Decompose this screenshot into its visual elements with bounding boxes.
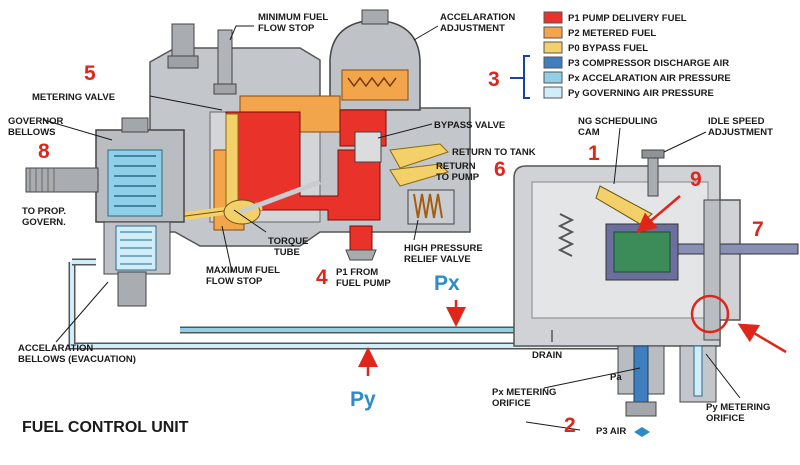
label-prop-1: TO PROP. <box>22 206 66 217</box>
legend-item-p2: P2 METERED FUEL <box>543 26 656 39</box>
p3-air-port <box>617 345 717 417</box>
p1-pump-fuel-region <box>225 109 387 261</box>
accel-adjustment-dome <box>329 9 421 111</box>
label-governor-1: GOVERNOR <box>8 116 64 127</box>
legend-item-p3: P3 COMPRESSOR DISCHARGE AIR <box>543 56 729 69</box>
bypass-valve <box>354 131 455 225</box>
label-pa: Pa <box>610 372 622 383</box>
label-hp-relief-2: RELIEF VALVE <box>404 254 471 265</box>
label-idle-1: IDLE SPEED <box>708 116 765 127</box>
label-px-orifice-2: ORIFICE <box>492 398 531 409</box>
legend-label-p0: P0 BYPASS FUEL <box>568 43 648 54</box>
label-idle-2: ADJUSTMENT <box>708 127 773 138</box>
label-hp-relief-1: HIGH PRESSURE <box>404 243 483 254</box>
callout-number-7: 7 <box>752 218 764 241</box>
label-accel-adj-1: ACCELARATION <box>440 12 515 23</box>
label-return-pump-1: RETURN <box>436 161 476 172</box>
label-governor-2: BELLOWS <box>8 127 56 138</box>
label-p1-from-2: FUEL PUMP <box>336 278 391 289</box>
callout-number-9: 9 <box>690 168 702 191</box>
callout-number-2: 2 <box>564 414 576 437</box>
label-ng-cam-2: CAM <box>578 127 600 138</box>
label-py-big: Py <box>350 388 376 411</box>
label-min-fuel-1: MINIMUM FUEL <box>258 12 328 23</box>
label-torque-2: TUBE <box>274 247 300 258</box>
label-px-orifice-1: Px METERING <box>492 387 556 398</box>
min-fuel-stop-fitting <box>167 23 237 95</box>
legend-label-p2: P2 METERED FUEL <box>568 28 656 39</box>
callout-number-6: 6 <box>494 158 506 181</box>
label-prop-2: GOVERN. <box>22 217 66 228</box>
label-return-tank: RETURN TO TANK <box>452 147 536 158</box>
callout-number-4: 4 <box>316 266 328 289</box>
label-accel-adj-2: ADJUSTMENT <box>440 23 505 34</box>
legend-item-p1: P1 PUMP DELIVERY FUEL <box>543 11 687 24</box>
label-accel-bellows-1: ACCELARATION <box>18 343 93 354</box>
legend-item-p0: P0 BYPASS FUEL <box>543 41 648 54</box>
label-p1-from-1: P1 FROM <box>336 267 378 278</box>
label-max-fuel-2: FLOW STOP <box>206 276 263 287</box>
leader-lines <box>43 25 741 431</box>
label-accel-bellows-2: BELLOWS (EVACUATION) <box>18 354 136 365</box>
callout-number-1: 1 <box>588 142 600 165</box>
label-bypass-valve: BYPASS VALVE <box>434 120 505 131</box>
legend: P1 PUMP DELIVERY FUEL P2 METERED FUEL P0… <box>543 11 731 99</box>
label-py-orifice-1: Py METERING <box>706 402 770 413</box>
legend-label-p3: P3 COMPRESSOR DISCHARGE AIR <box>568 58 729 69</box>
label-drain: DRAIN <box>532 350 562 361</box>
callout-number-8: 8 <box>38 140 50 163</box>
legend-label-py: Py GOVERNING AIR PRESSURE <box>568 88 714 99</box>
legend-item-px: Px ACCELARATION AIR PRESSURE <box>543 71 731 84</box>
legend-item-py: Py GOVERNING AIR PRESSURE <box>543 86 714 99</box>
label-metering-valve: METERING VALVE <box>32 92 115 103</box>
label-p3-air: P3 AIR <box>596 426 626 437</box>
callout-numbers: 1 2 3 4 5 6 7 8 9 <box>38 62 764 437</box>
p0-bypass-region <box>225 113 449 215</box>
callout-number-5: 5 <box>84 62 96 85</box>
label-min-fuel-2: FLOW STOP <box>258 23 315 34</box>
legend-label-px: Px ACCELARATION AIR PRESSURE <box>568 73 731 84</box>
p3-air-arrow-icon <box>634 427 650 437</box>
component-labels: MINIMUM FUEL FLOW STOP ACCELARATION ADJU… <box>8 12 773 437</box>
label-ng-cam-1: NG SCHEDULING <box>578 116 658 127</box>
governor-section-right <box>513 149 799 347</box>
legend-label-p1: P1 PUMP DELIVERY FUEL <box>568 13 687 24</box>
label-px-big: Px <box>434 272 460 295</box>
label-return-pump-2: TO PUMP <box>436 172 480 183</box>
governor-bellows <box>25 117 185 223</box>
accel-bellows <box>103 221 171 307</box>
label-max-fuel-1: MAXIMUM FUEL <box>206 265 280 276</box>
callout-number-3: 3 <box>488 68 500 91</box>
annotation-marks <box>358 55 787 376</box>
label-py-orifice-2: ORIFICE <box>706 413 745 424</box>
label-torque-1: TORQUE <box>268 236 308 247</box>
diagram-title: FUEL CONTROL UNIT <box>22 419 189 436</box>
